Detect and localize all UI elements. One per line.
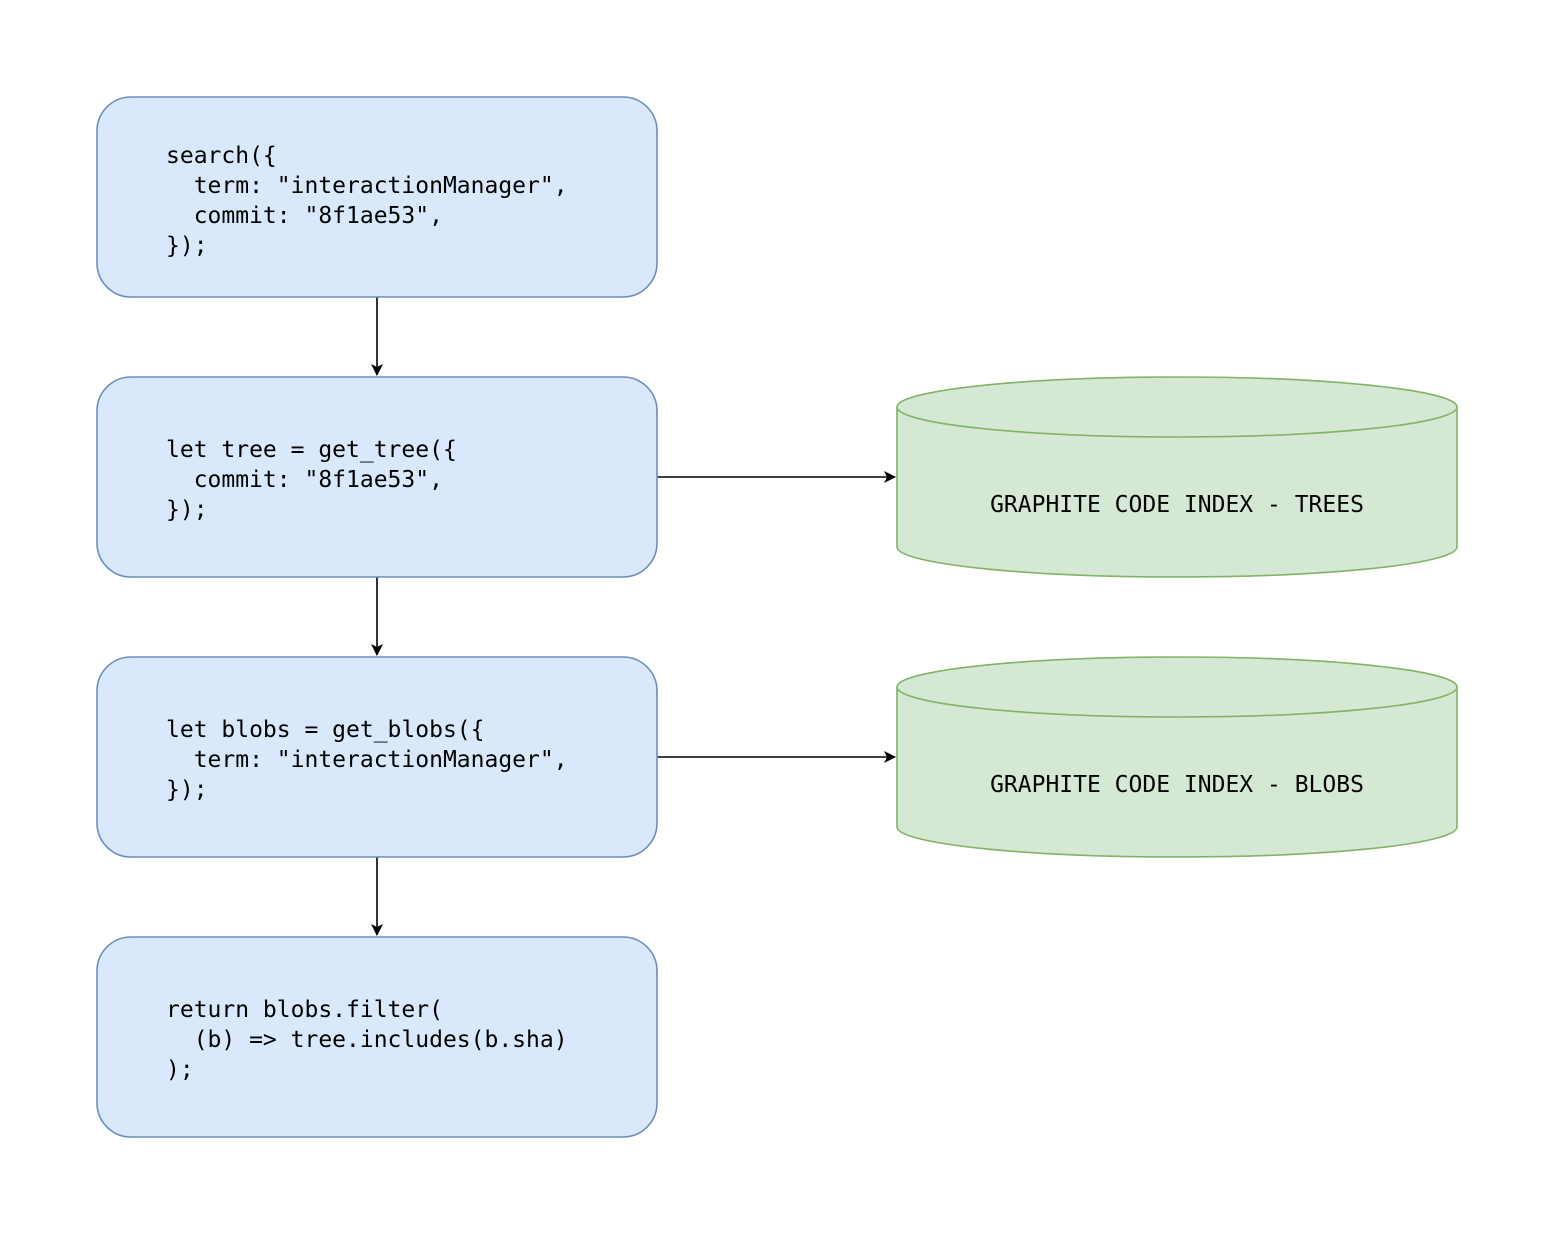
step-return-filter-code: return blobs.filter( (b) => tree.include… bbox=[0, 0, 665, 1083]
database-blobs-index: GRAPHITE CODE INDEX - BLOBS bbox=[896, 656, 1458, 858]
step-search-code: search({ term: "interactionManager", com… bbox=[0, 0, 665, 259]
step-return-filter-box: return blobs.filter( (b) => tree.include… bbox=[0, 0, 665, 1138]
step-get-tree-box: let tree = get_tree({ commit: "8f1ae53",… bbox=[0, 0, 658, 578]
database-trees-label: GRAPHITE CODE INDEX - TREES bbox=[990, 492, 1364, 518]
database-blobs-label: GRAPHITE CODE INDEX - BLOBS bbox=[990, 772, 1364, 798]
step-get-blobs-code: let blobs = get_blobs({ term: "interacti… bbox=[0, 0, 665, 803]
step-search-box: search({ term: "interactionManager", com… bbox=[0, 0, 665, 298]
step-get-blobs-box: let blobs = get_blobs({ term: "interacti… bbox=[0, 0, 665, 858]
database-trees-index: GRAPHITE CODE INDEX - TREES bbox=[896, 376, 1458, 578]
step-get-tree-code: let tree = get_tree({ commit: "8f1ae53",… bbox=[0, 0, 554, 523]
